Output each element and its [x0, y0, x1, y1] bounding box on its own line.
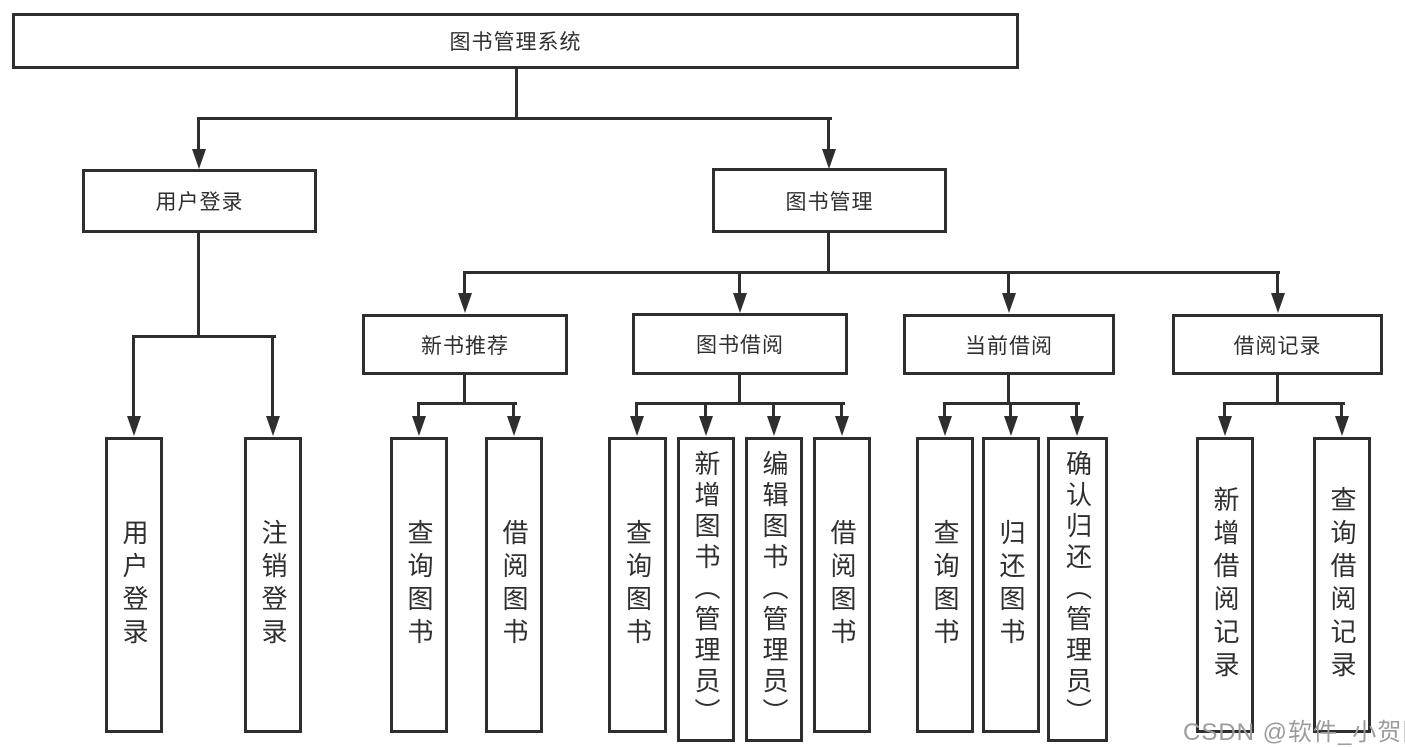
connector-line: [463, 375, 466, 405]
connector-line: [635, 402, 845, 405]
node-borrow-record: 借阅记录: [1172, 314, 1383, 375]
connector-line: [463, 271, 466, 295]
arrowhead-down-icon: [1271, 293, 1285, 313]
leaf-query-borrow-record: 查询借阅记录: [1313, 437, 1371, 733]
connector-line: [197, 117, 832, 120]
leaf-label: 借阅图书: [827, 519, 857, 651]
node-label: 当前借阅: [965, 334, 1053, 358]
leaf-label: 用户登录: [119, 519, 149, 651]
connector-line: [1340, 402, 1343, 418]
connector-line: [827, 233, 830, 274]
arrowhead-down-icon: [733, 293, 747, 313]
connector-line: [1007, 271, 1010, 295]
arrowhead-down-icon: [1004, 416, 1018, 436]
connector-line: [1009, 402, 1012, 418]
leaf-borrow-book-recommend: 借阅图书: [485, 437, 543, 733]
arrowhead-down-icon: [458, 293, 472, 313]
node-book-borrow: 图书借阅: [632, 313, 848, 375]
connector-line: [417, 402, 420, 418]
node-new-book-recommend: 新书推荐: [362, 314, 568, 375]
leaf-add-book-admin: 新增图书（管理员）: [677, 437, 735, 742]
arrowhead-down-icon: [412, 416, 426, 436]
leaf-edit-book-admin: 编辑图书（管理员）: [745, 437, 803, 742]
node-label: 图书借阅: [696, 334, 784, 357]
leaf-return-book: 归还图书: [982, 437, 1040, 733]
leaf-label: 查询借阅记录: [1327, 486, 1357, 684]
connector-line: [132, 335, 276, 338]
leaf-label: 编辑图书（管理员）: [759, 450, 789, 729]
connector-line: [635, 402, 638, 418]
node-label: 新书推荐: [421, 334, 509, 358]
connector-line: [827, 117, 830, 151]
connector-line: [197, 117, 200, 151]
connector-line: [1223, 402, 1226, 418]
connector-line: [417, 402, 517, 405]
connector-line: [197, 233, 200, 338]
connector-line: [512, 402, 515, 418]
node-label: 用户登录: [155, 191, 244, 214]
leaf-label: 新增图书（管理员）: [691, 450, 721, 729]
arrowhead-down-icon: [1002, 293, 1016, 313]
node-label: 图书管理: [785, 190, 874, 214]
leaf-label: 查询图书: [404, 519, 434, 651]
arrowhead-down-icon: [767, 416, 781, 436]
arrowhead-down-icon: [1335, 416, 1349, 436]
connector-line: [515, 68, 518, 120]
leaf-label: 新增借阅记录: [1210, 486, 1240, 684]
connector-line: [704, 402, 707, 418]
arrowhead-down-icon: [938, 416, 952, 436]
node-library-system: 图书管理系统: [12, 13, 1019, 69]
leaf-query-book-current: 查询图书: [916, 437, 974, 733]
connector-line: [738, 271, 741, 295]
connector-line: [1007, 375, 1010, 405]
connector-line: [840, 402, 843, 418]
leaf-add-borrow-record: 新增借阅记录: [1196, 437, 1254, 733]
node-label: 图书管理系统: [449, 31, 582, 54]
leaf-label: 查询图书: [622, 519, 653, 651]
arrowhead-down-icon: [835, 416, 849, 436]
leaf-logout: 注销登录: [244, 437, 302, 733]
connector-line: [738, 375, 741, 405]
leaf-borrow-book: 借阅图书: [813, 437, 871, 733]
connector-line: [463, 271, 1280, 274]
leaf-label: 注销登录: [258, 519, 288, 651]
leaf-label: 查询图书: [930, 519, 960, 651]
connector-line: [1276, 271, 1279, 295]
leaf-label: 借阅图书: [499, 519, 529, 651]
arrowhead-down-icon: [507, 416, 521, 436]
arrowhead-down-icon: [127, 416, 141, 436]
connector-line: [1223, 402, 1345, 405]
arrowhead-down-icon: [1218, 416, 1232, 436]
leaf-user-login: 用户登录: [105, 437, 163, 733]
node-current-borrow: 当前借阅: [903, 314, 1115, 375]
node-label: 借阅记录: [1233, 334, 1322, 358]
connector-line: [1075, 402, 1078, 418]
leaf-query-book-recommend: 查询图书: [390, 437, 448, 733]
arrowhead-down-icon: [1070, 416, 1084, 436]
csdn-watermark: CSDN @软件_小贺同学: [1183, 719, 1405, 746]
arrowhead-down-icon: [822, 149, 836, 169]
leaf-label: 归还图书: [996, 519, 1026, 651]
arrowhead-down-icon: [192, 149, 206, 169]
connector-line: [772, 402, 775, 418]
connector-line: [132, 335, 135, 418]
connector-line: [943, 402, 946, 418]
node-book-management: 图书管理: [712, 168, 947, 233]
leaf-label: 确认归还（管理员）: [1062, 450, 1093, 729]
arrowhead-down-icon: [630, 416, 644, 436]
leaf-confirm-return-admin: 确认归还（管理员）: [1047, 437, 1108, 742]
leaf-query-book-borrow: 查询图书: [608, 437, 667, 733]
arrowhead-down-icon: [266, 416, 280, 436]
connector-line: [1276, 375, 1279, 405]
connector-line: [271, 335, 274, 418]
arrowhead-down-icon: [699, 416, 713, 436]
node-user-login: 用户登录: [82, 169, 317, 233]
